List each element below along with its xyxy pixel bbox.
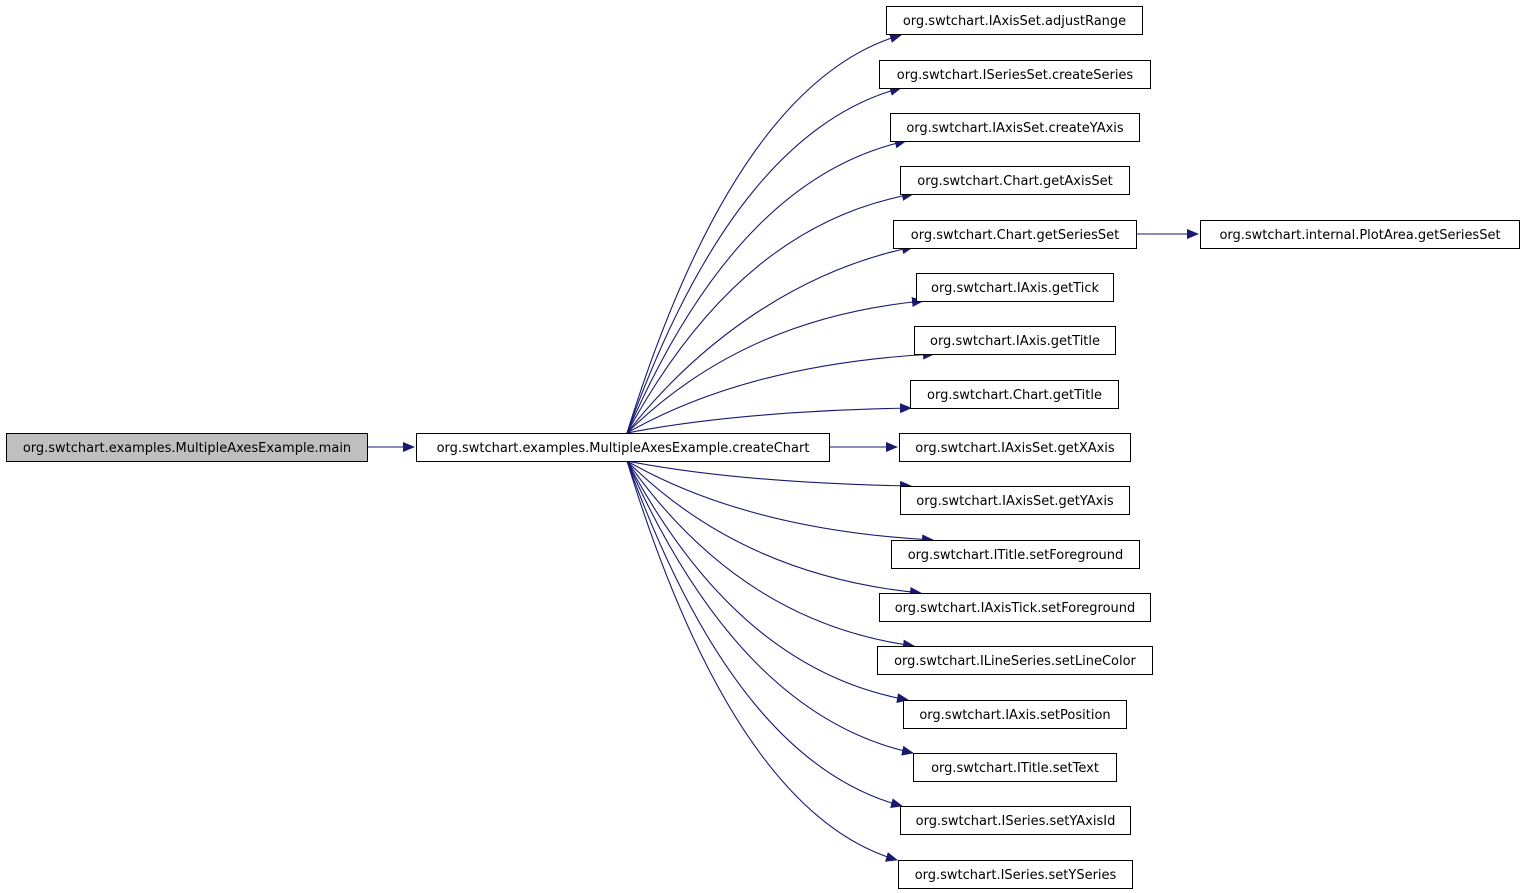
node-box-plotAreaGetSeriesSet bbox=[1200, 220, 1520, 249]
node-box-axisGetTitle bbox=[914, 326, 1116, 355]
node-box-adjustRange bbox=[886, 6, 1143, 35]
node-box-createChart bbox=[416, 433, 830, 462]
node-label-titleSetForeground: org.swtchart.ITitle.setForeground bbox=[908, 548, 1124, 563]
edge-createChart-to-setYSeries bbox=[626, 460, 898, 862]
edge-createChart-to-adjustRange bbox=[626, 33, 902, 434]
node-getXAxis[interactable]: org.swtchart.IAxisSet.getXAxis bbox=[899, 433, 1131, 462]
node-box-createSeries bbox=[879, 60, 1151, 89]
node-box-getYAxis bbox=[900, 486, 1130, 515]
node-tickSetForeground[interactable]: org.swtchart.IAxisTick.setForeground bbox=[879, 593, 1151, 622]
node-label-adjustRange: org.swtchart.IAxisSet.adjustRange bbox=[903, 14, 1126, 29]
node-box-titleSetForeground bbox=[891, 540, 1140, 569]
edge-createChart-to-setText bbox=[626, 460, 914, 756]
node-label-setYAxisId: org.swtchart.ISeries.setYAxisId bbox=[916, 814, 1116, 829]
edge-createChart-to-tickSetForeground bbox=[626, 460, 922, 597]
node-label-axisGetTitle: org.swtchart.IAxis.getTitle bbox=[930, 334, 1100, 349]
node-label-getYAxis: org.swtchart.IAxisSet.getYAxis bbox=[916, 494, 1114, 509]
edge-createChart-to-getSeriesSet bbox=[626, 244, 914, 434]
edge-createChart-to-setYAxisId bbox=[626, 460, 903, 809]
edge-createChart-to-getTick bbox=[626, 297, 924, 434]
node-setPosition[interactable]: org.swtchart.IAxis.setPosition bbox=[903, 700, 1127, 729]
edge-createChart-to-setLineColor bbox=[626, 460, 915, 650]
node-getSeriesSet[interactable]: org.swtchart.Chart.getSeriesSet bbox=[893, 220, 1137, 249]
node-adjustRange[interactable]: org.swtchart.IAxisSet.adjustRange bbox=[886, 6, 1143, 35]
edge-createChart-to-getAxisSet bbox=[626, 190, 914, 434]
node-box-getAxisSet bbox=[900, 166, 1130, 195]
node-titleSetForeground[interactable]: org.swtchart.ITitle.setForeground bbox=[891, 540, 1140, 569]
edge-createChart-to-createSeries bbox=[626, 85, 902, 434]
node-label-plotAreaGetSeriesSet: org.swtchart.internal.PlotArea.getSeries… bbox=[1219, 228, 1500, 243]
node-box-setText bbox=[913, 753, 1117, 782]
node-label-createSeries: org.swtchart.ISeriesSet.createSeries bbox=[897, 68, 1134, 83]
node-label-setPosition: org.swtchart.IAxis.setPosition bbox=[919, 708, 1110, 723]
node-plotAreaGetSeriesSet[interactable]: org.swtchart.internal.PlotArea.getSeries… bbox=[1200, 220, 1520, 249]
node-label-chartGetTitle: org.swtchart.Chart.getTitle bbox=[927, 388, 1102, 403]
node-getYAxis[interactable]: org.swtchart.IAxisSet.getYAxis bbox=[900, 486, 1130, 515]
node-setLineColor[interactable]: org.swtchart.ILineSeries.setLineColor bbox=[877, 646, 1153, 675]
node-createYAxis[interactable]: org.swtchart.IAxisSet.createYAxis bbox=[890, 113, 1140, 142]
edge-createChart-to-setPosition bbox=[626, 460, 909, 703]
node-label-setYSeries: org.swtchart.ISeries.setYSeries bbox=[915, 868, 1117, 883]
node-getTick[interactable]: org.swtchart.IAxis.getTick bbox=[916, 273, 1114, 302]
node-setYSeries[interactable]: org.swtchart.ISeries.setYSeries bbox=[898, 860, 1133, 889]
node-box-setPosition bbox=[903, 700, 1127, 729]
node-box-setYSeries bbox=[898, 860, 1133, 889]
node-box-root bbox=[6, 433, 368, 462]
node-label-getAxisSet: org.swtchart.Chart.getAxisSet bbox=[917, 174, 1112, 189]
node-box-tickSetForeground bbox=[879, 593, 1151, 622]
node-createSeries[interactable]: org.swtchart.ISeriesSet.createSeries bbox=[879, 60, 1151, 89]
node-axisGetTitle[interactable]: org.swtchart.IAxis.getTitle bbox=[914, 326, 1116, 355]
node-label-setText: org.swtchart.ITitle.setText bbox=[931, 761, 1099, 776]
node-box-getXAxis bbox=[899, 433, 1131, 462]
node-getAxisSet[interactable]: org.swtchart.Chart.getAxisSet bbox=[900, 166, 1130, 195]
node-label-createYAxis: org.swtchart.IAxisSet.createYAxis bbox=[906, 121, 1124, 136]
node-createChart[interactable]: org.swtchart.examples.MultipleAxesExampl… bbox=[416, 433, 830, 462]
node-box-setYAxisId bbox=[900, 806, 1131, 835]
edge-createChart-to-getYAxis bbox=[626, 460, 912, 491]
node-label-createChart: org.swtchart.examples.MultipleAxesExampl… bbox=[437, 441, 810, 456]
node-label-setLineColor: org.swtchart.ILineSeries.setLineColor bbox=[894, 654, 1136, 669]
node-label-getTick: org.swtchart.IAxis.getTick bbox=[931, 281, 1099, 296]
node-box-createYAxis bbox=[890, 113, 1140, 142]
node-root[interactable]: org.swtchart.examples.MultipleAxesExampl… bbox=[6, 433, 368, 462]
edge-createChart-to-titleSetForeground bbox=[626, 460, 934, 545]
node-setYAxisId[interactable]: org.swtchart.ISeries.setYAxisId bbox=[900, 806, 1131, 835]
node-setText[interactable]: org.swtchart.ITitle.setText bbox=[913, 753, 1117, 782]
node-box-chartGetTitle bbox=[910, 380, 1119, 409]
node-label-root: org.swtchart.examples.MultipleAxesExampl… bbox=[23, 441, 351, 456]
node-label-getXAxis: org.swtchart.IAxisSet.getXAxis bbox=[915, 441, 1115, 456]
node-box-getSeriesSet bbox=[893, 220, 1137, 249]
node-label-tickSetForeground: org.swtchart.IAxisTick.setForeground bbox=[895, 601, 1136, 616]
node-chartGetTitle[interactable]: org.swtchart.Chart.getTitle bbox=[910, 380, 1119, 409]
node-label-getSeriesSet: org.swtchart.Chart.getSeriesSet bbox=[911, 228, 1119, 243]
edge-createChart-to-createYAxis bbox=[626, 138, 907, 434]
node-box-setLineColor bbox=[877, 646, 1153, 675]
edge-createChart-to-axisGetTitle bbox=[626, 349, 935, 434]
node-box-getTick bbox=[916, 273, 1114, 302]
edge-createChart-to-chartGetTitle bbox=[626, 403, 912, 434]
